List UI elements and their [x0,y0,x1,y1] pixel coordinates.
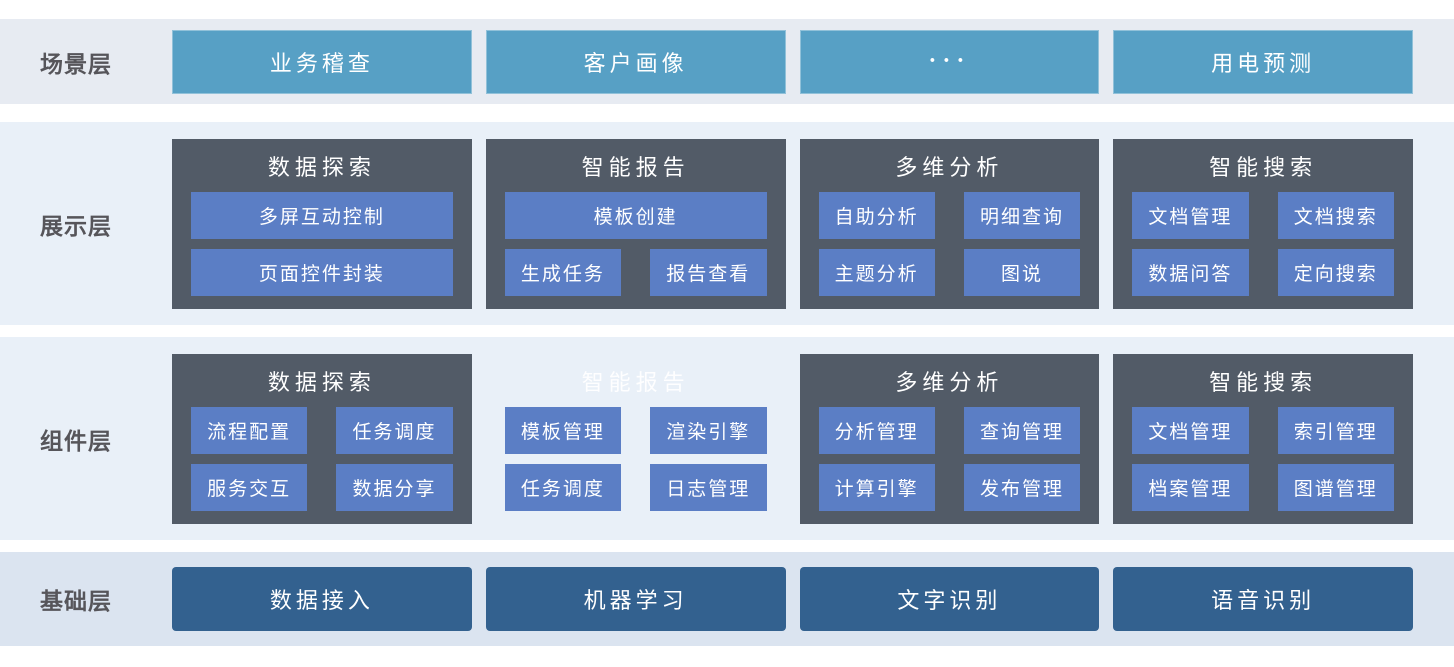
card-item: 图谱管理 [1277,463,1394,511]
card-item: 流程配置 [191,406,308,454]
card-item: 模板管理 [504,406,622,454]
scene-block-power-forecast: 用电预测 [1113,29,1413,94]
base-block-data-access: 数据接入 [172,567,472,631]
display-card-data-explore: 数据探索 多屏互动控制 页面控件封装 [172,138,472,309]
card-item: 渲染引擎 [650,406,767,454]
base-block-ocr: 文字识别 [799,567,1100,631]
card-item: 档案管理 [1132,463,1249,511]
card-title: 数据探索 [267,369,376,395]
display-cards: 数据探索 多屏互动控制 页面控件封装 智能报告 模板创建 生成任务 报告查看 多… [172,138,1413,309]
card-title: 多维分析 [895,154,1004,180]
card-item: 生成任务 [504,248,622,296]
card-item: 服务交互 [191,463,308,511]
card-title: 多维分析 [895,369,1004,395]
base-block-speech-recognition: 语音识别 [1113,567,1413,631]
scene-block-ellipsis: ··· [799,29,1100,94]
display-card-smart-report: 智能报告 模板创建 生成任务 报告查看 [485,138,786,309]
layer-row-scene: 场景层 业务稽查 客户画像 ··· 用电预测 [0,19,1454,104]
card-item: 文档搜索 [1277,191,1394,239]
card-item: 图说 [963,248,1081,296]
scene-block-customer-profile: 客户画像 [485,29,786,94]
card-item: 日志管理 [650,463,767,511]
card-item: 计算引擎 [818,463,935,511]
base-block-machine-learning: 机器学习 [485,567,786,631]
card-title: 智能搜索 [1209,369,1318,395]
card-title: 数据探索 [267,154,376,180]
layer-row-component: 组件层 数据探索 流程配置 任务调度 服务交互 数据分享 智能报告 模板管理 渲… [0,337,1454,540]
display-card-multidim-analysis: 多维分析 自助分析 明细查询 主题分析 图说 [799,138,1100,309]
card-item: 报告查看 [650,248,767,296]
scene-buttons: 业务稽查 客户画像 ··· 用电预测 [172,29,1413,94]
card-item: 数据分享 [336,463,453,511]
card-item: 主题分析 [818,248,935,296]
component-cards: 数据探索 流程配置 任务调度 服务交互 数据分享 智能报告 模板管理 渲染引擎 … [172,353,1413,524]
card-item: 发布管理 [963,463,1081,511]
component-card-multidim-analysis: 多维分析 分析管理 查询管理 计算引擎 发布管理 [799,353,1100,524]
layer-row-base: 基础层 数据接入 机器学习 文字识别 语音识别 [0,552,1454,646]
component-card-smart-report: 智能报告 模板管理 渲染引擎 任务调度 日志管理 [486,354,786,524]
layer-label-component: 组件层 [40,427,112,454]
card-item: 任务调度 [504,463,622,511]
base-buttons: 数据接入 机器学习 文字识别 语音识别 [172,567,1413,631]
layer-label-display: 展示层 [40,212,112,239]
card-item: 数据问答 [1132,248,1249,296]
layer-label-scene: 场景层 [40,50,112,77]
card-item: 多屏互动控制 [191,191,453,239]
scene-block-business-audit: 业务稽查 [172,29,472,94]
card-item: 分析管理 [818,406,935,454]
component-card-data-explore: 数据探索 流程配置 任务调度 服务交互 数据分享 [172,353,472,524]
card-item: 自助分析 [818,191,935,239]
layer-row-display: 展示层 数据探索 多屏互动控制 页面控件封装 智能报告 模板创建 生成任务 报告… [0,122,1454,325]
card-title: 智能报告 [581,154,690,180]
card-title: 智能搜索 [1209,154,1318,180]
card-item: 文档管理 [1132,191,1249,239]
card-item: 模板创建 [504,191,767,239]
card-item: 任务调度 [336,406,453,454]
component-card-smart-search: 智能搜索 文档管理 索引管理 档案管理 图谱管理 [1113,353,1413,524]
card-item: 页面控件封装 [191,248,453,296]
display-card-smart-search: 智能搜索 文档管理 文档搜索 数据问答 定向搜索 [1113,138,1413,309]
card-item: 文档管理 [1132,406,1249,454]
card-item: 明细查询 [963,191,1081,239]
card-item: 查询管理 [963,406,1081,454]
layer-label-base: 基础层 [40,588,112,614]
card-title: 智能报告 [581,369,690,395]
card-item: 定向搜索 [1277,248,1394,296]
card-item: 索引管理 [1277,406,1394,454]
